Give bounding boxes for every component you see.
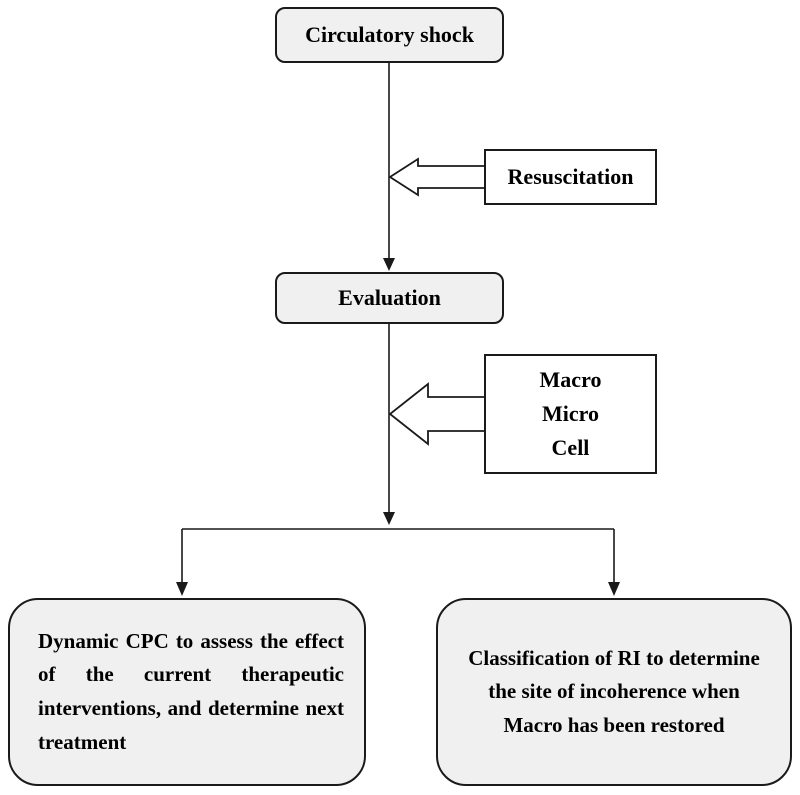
level-cell: Cell	[551, 435, 590, 461]
node-dynamic-cpc-label: Dynamic CPC to assess the effect of the …	[38, 628, 344, 754]
level-macro: Macro	[539, 366, 602, 392]
arrowhead-evaluation	[383, 258, 395, 271]
node-circulatory-shock-label: Circulatory shock	[305, 22, 474, 48]
arrowhead-cpc	[176, 582, 188, 596]
node-dynamic-cpc: Dynamic CPC to assess the effect of the …	[8, 598, 366, 786]
level-micro: Micro	[541, 400, 599, 426]
node-circulatory-shock: Circulatory shock	[275, 7, 504, 63]
hollow-arrow-assessment	[388, 382, 484, 446]
node-resuscitation-label: Resuscitation	[507, 164, 634, 190]
node-classification-ri-label: Classification of RI to determine the si…	[468, 645, 760, 737]
node-assessment-levels: Macro Micro Cell	[484, 354, 657, 474]
node-classification-ri: Classification of RI to determine the si…	[436, 598, 792, 786]
arrowhead-ri	[608, 582, 620, 596]
hollow-arrow-resuscitation	[388, 157, 484, 197]
node-evaluation-label: Evaluation	[338, 285, 441, 311]
node-evaluation: Evaluation	[275, 272, 504, 324]
arrowhead-branch	[383, 512, 395, 525]
node-resuscitation: Resuscitation	[484, 149, 657, 205]
